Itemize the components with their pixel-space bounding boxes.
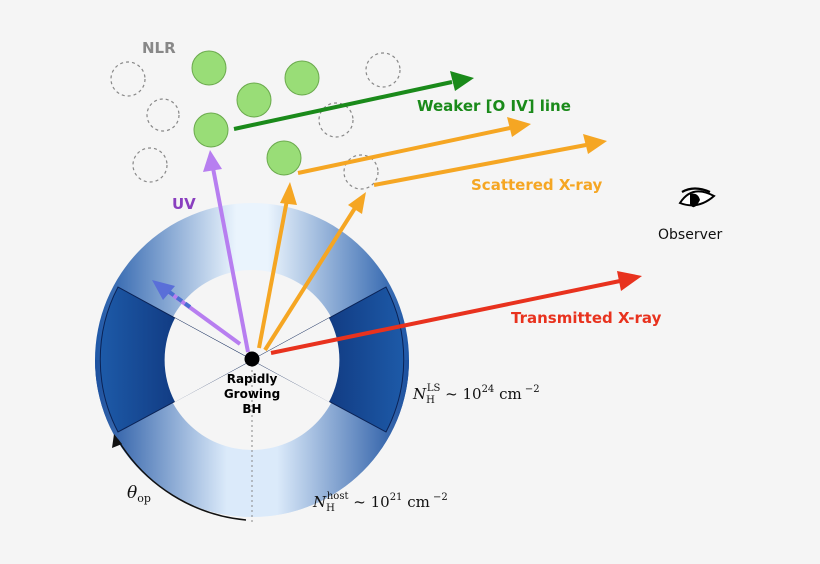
torus (95, 203, 409, 522)
uv-dashed-segment (166, 289, 192, 309)
bh-label-line1: Rapidly (227, 372, 278, 386)
nh-ls-sub: H (426, 395, 435, 406)
nlr-cloud-empty (365, 52, 401, 88)
theta-sub: op (137, 492, 151, 505)
uv-arrowhead (203, 150, 222, 172)
nlr-cloud-filled (266, 140, 302, 176)
nh-ls-sym: N (412, 385, 427, 403)
nlr-cloud-filled (284, 60, 320, 96)
nlr-cloud-empty (132, 147, 168, 183)
weaker-line-label: Weaker [O IV] line (417, 97, 571, 115)
scatter-arrowhead-up2 (348, 192, 366, 214)
scatter-arrow-up1 (257, 199, 289, 349)
theta-label: θop (127, 483, 151, 505)
scatter-out-2 (373, 143, 587, 187)
nh-host-sub: H (326, 503, 335, 514)
nlr-cloud-filled (191, 50, 227, 86)
black-hole (244, 351, 260, 367)
scatter-out-1 (297, 126, 511, 175)
nh-host-unit-exp: −2 (430, 492, 448, 503)
nlr-cloud-empty (110, 61, 146, 97)
cavity-right-fill (252, 318, 340, 402)
uv-dashed-arrowhead (152, 280, 175, 300)
scatter-out-1-head (507, 117, 531, 137)
nlr-cloud-empty (343, 154, 379, 190)
nh-host-rest: ~ 10 (348, 493, 389, 511)
scatter-out-2-head (583, 134, 607, 154)
nlr-cloud-empty (146, 98, 180, 132)
nh-ls-unit: cm (494, 385, 521, 403)
nlr-cloud-filled (236, 82, 272, 118)
theta-arrowhead (112, 434, 122, 448)
nlr-clouds (110, 50, 401, 190)
nh-host-label: NHhost ~ 1021 cm −2 (312, 491, 448, 514)
bh-label-line3: BH (242, 402, 261, 416)
transmitted-label: Transmitted X-ray (511, 309, 662, 327)
weaker-line-arrow (233, 80, 453, 131)
nh-host-unit: cm (402, 493, 429, 511)
nlr-cloud-empty (318, 102, 354, 138)
nh-host-exp: 21 (390, 492, 403, 503)
transmitted-arrowhead (617, 271, 642, 291)
nh-ls-unit-exp: −2 (522, 384, 540, 395)
nh-ls-rest: ~ 10 (440, 385, 481, 403)
observer-label: Observer (658, 227, 722, 243)
nlr-label: NLR (142, 39, 176, 57)
theta-sym: θ (127, 483, 137, 503)
nh-ls-label: NHLS ~ 1024 cm −2 (412, 383, 540, 406)
transmitted-arrow (270, 279, 621, 355)
nh-ls-sup: LS (427, 383, 441, 394)
scattered-label: Scattered X-ray (471, 176, 602, 194)
weaker-line-arrowhead (450, 71, 474, 91)
scatter-arrowhead-up1 (280, 182, 297, 205)
nh-ls-exp: 24 (482, 384, 495, 395)
theta-arc (117, 439, 247, 521)
eye-icon (678, 187, 716, 208)
nh-host-sup: host (327, 491, 349, 502)
cavity-left-fill (164, 318, 252, 402)
nlr-cloud-filled (193, 112, 229, 148)
uv-label: UV (172, 195, 196, 213)
arrows (112, 71, 642, 521)
bh-label-line2: Growing (224, 387, 280, 401)
uv-arrow (211, 167, 250, 353)
nh-host-sym: N (312, 493, 327, 511)
scatter-arrow-up2 (263, 206, 357, 352)
